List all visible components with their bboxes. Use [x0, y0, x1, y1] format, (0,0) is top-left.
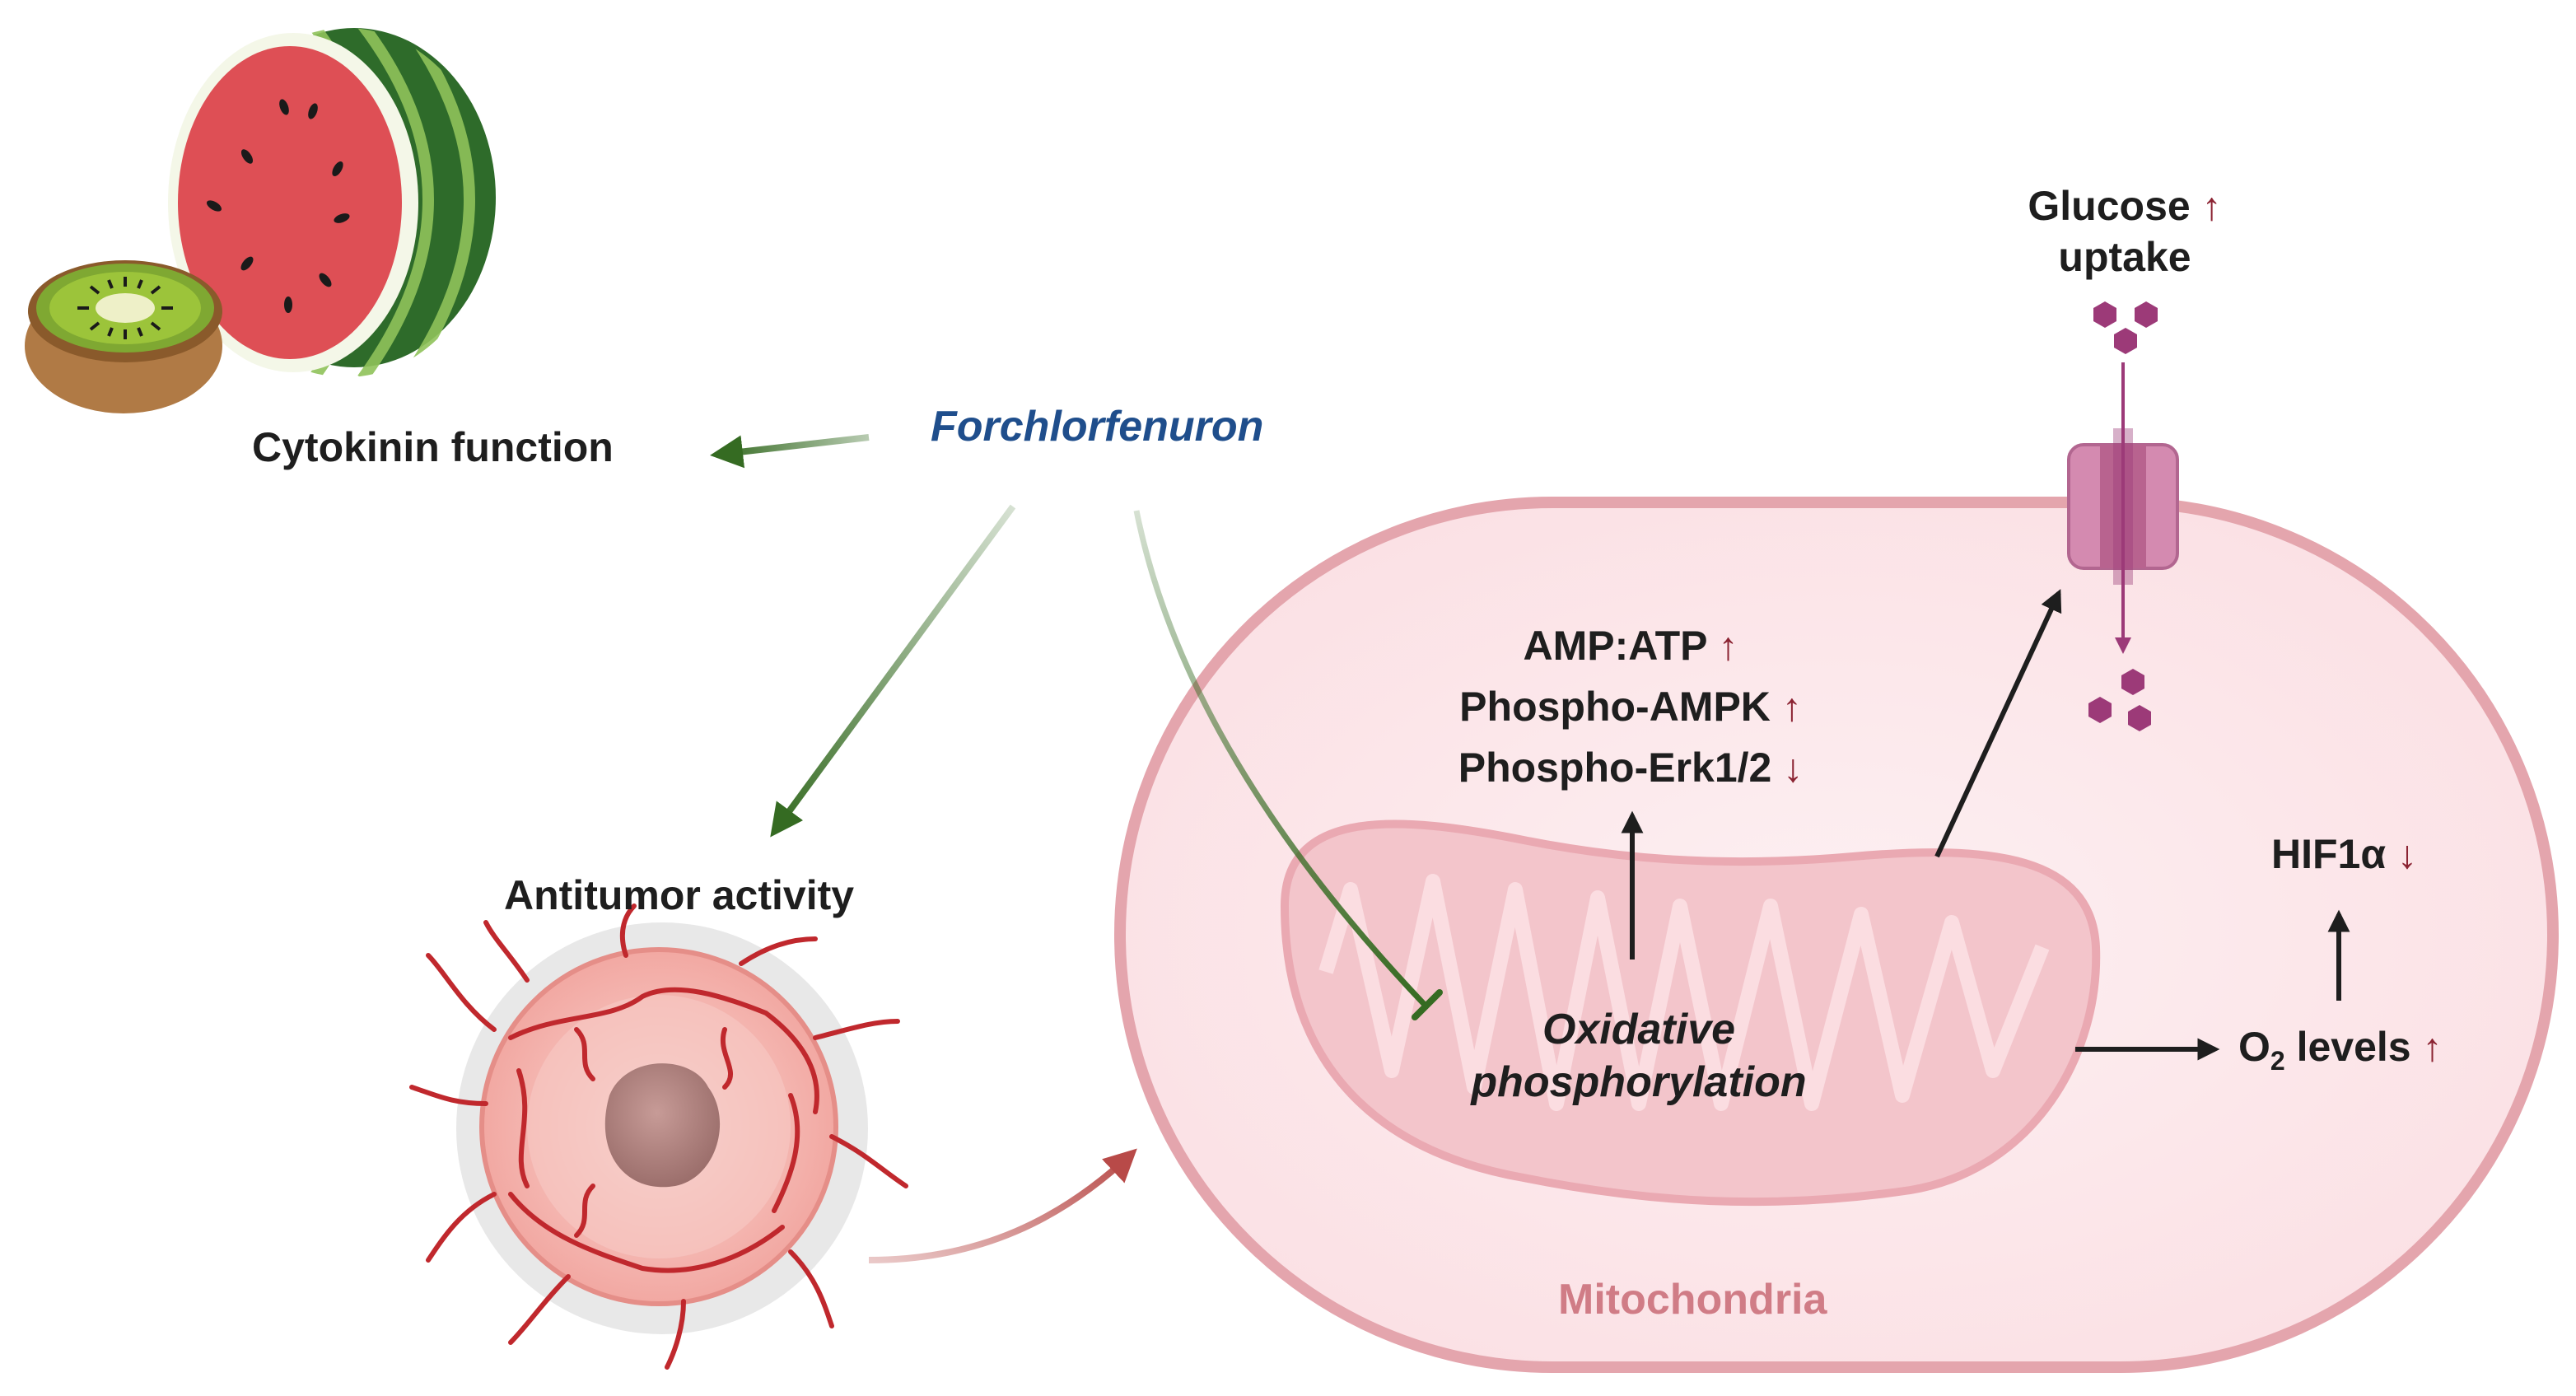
hif1a-down-indicator: ↓ — [2397, 833, 2417, 877]
mitochondrion-shape — [1280, 819, 2101, 1207]
glucose-uptake-label: Glucose ↑ uptake — [2018, 181, 2232, 282]
o2-up-indicator: ↑ — [2422, 1026, 2443, 1070]
o2-subscript: 2 — [2270, 1046, 2285, 1076]
glucose-molecules-outside — [2093, 301, 2158, 354]
tumor-illustration — [409, 903, 908, 1370]
phospho-ampk-up-indicator: ↑ — [1781, 686, 1802, 730]
glucose-molecules-inside — [2088, 669, 2151, 731]
kiwi-illustration — [25, 260, 222, 413]
arrow-to-cytokinin — [710, 434, 870, 469]
oxphos-line2: phosphorylation — [1471, 1058, 1807, 1106]
oxphos-line1: Oxidative — [1542, 1006, 1736, 1053]
glucose-line2: uptake — [2058, 234, 2191, 280]
inhibition-bar — [1412, 989, 1443, 1020]
amp-atp-label: AMP:ATP ↑ — [1523, 623, 1738, 669]
mitochondria-label: Mitochondria — [1558, 1276, 1827, 1324]
glucose-line1: Glucose ↑ — [2028, 183, 2222, 229]
arrow-to-antitumor — [770, 504, 1016, 838]
cytokinin-function-label: Cytokinin function — [252, 424, 614, 470]
amp-atp-up-indicator: ↑ — [1718, 625, 1738, 669]
forchlorfenuron-label: Forchlorfenuron — [931, 403, 1264, 451]
watermelon-illustration — [168, 28, 496, 377]
o2-levels-label: O2 levels ↑ — [2238, 1024, 2443, 1076]
antitumor-activity-label: Antitumor activity — [504, 872, 855, 918]
phospho-erk-label: Phospho-Erk1/2 ↓ — [1458, 745, 1804, 791]
oxidative-phosphorylation-label: Oxidative phosphorylation — [1416, 1003, 1861, 1109]
phospho-erk-down-indicator: ↓ — [1783, 747, 1804, 791]
arrow-tumor-to-cell — [868, 1148, 1137, 1263]
signaling-markers: AMP:ATP ↑ Phospho-AMPK ↑ Phospho-Erk1/2 … — [1400, 616, 1861, 799]
arrow-to-glucose-uptake — [1934, 589, 2062, 858]
inhibition-arrow-oxphos — [1133, 510, 1427, 1007]
glucose-up-indicator: ↑ — [2201, 185, 2222, 229]
hif1a-label: HIF1α ↓ — [2271, 831, 2417, 877]
phospho-ampk-label: Phospho-AMPK ↑ — [1459, 684, 1802, 730]
